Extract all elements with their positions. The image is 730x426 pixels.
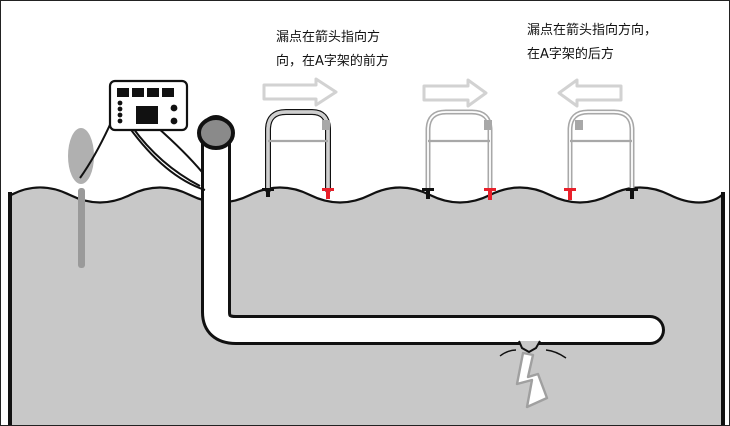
ground-area	[11, 187, 722, 425]
leak-current-right	[545, 349, 567, 359]
red-probe	[484, 188, 496, 200]
ground-right-edge	[721, 192, 725, 425]
a-frame-icon	[262, 109, 334, 199]
caption-back-line-1: 漏点在箭头指向方向，	[527, 23, 658, 38]
ground-left-edge	[8, 192, 12, 425]
caption-front-line-1: 漏点在箭头指向方	[276, 30, 381, 45]
a-frame-icon	[422, 109, 496, 200]
caption-front-line-2: 向，在A字架的前方	[276, 54, 389, 69]
buried-pipe	[197, 115, 665, 354]
pipe-end-cap	[197, 116, 235, 150]
lightning-bolt-icon	[515, 351, 549, 409]
leak-current-left	[499, 349, 517, 357]
ground-surface-line	[10, 186, 723, 204]
red-probe	[564, 188, 576, 200]
caption-back-line-2: 在A字架的后方	[527, 47, 614, 62]
ground-electrode-icon	[68, 128, 94, 268]
arrow-right-icon	[422, 78, 488, 108]
fault-locator-instrument-icon	[108, 79, 189, 132]
arrow-left-icon	[557, 78, 623, 108]
black-probe	[262, 188, 274, 197]
caption-fault-behind: 漏点在箭头指向方向， 在A字架的后方	[527, 19, 657, 67]
black-probe	[626, 188, 638, 199]
black-probe	[422, 188, 434, 199]
pipe-fault-notch	[518, 340, 541, 354]
red-probe	[322, 188, 334, 199]
arrow-right-icon	[262, 77, 338, 107]
caption-fault-in-front: 漏点在箭头指向方 向，在A字架的前方	[276, 26, 389, 74]
a-frame-icon	[564, 109, 638, 200]
